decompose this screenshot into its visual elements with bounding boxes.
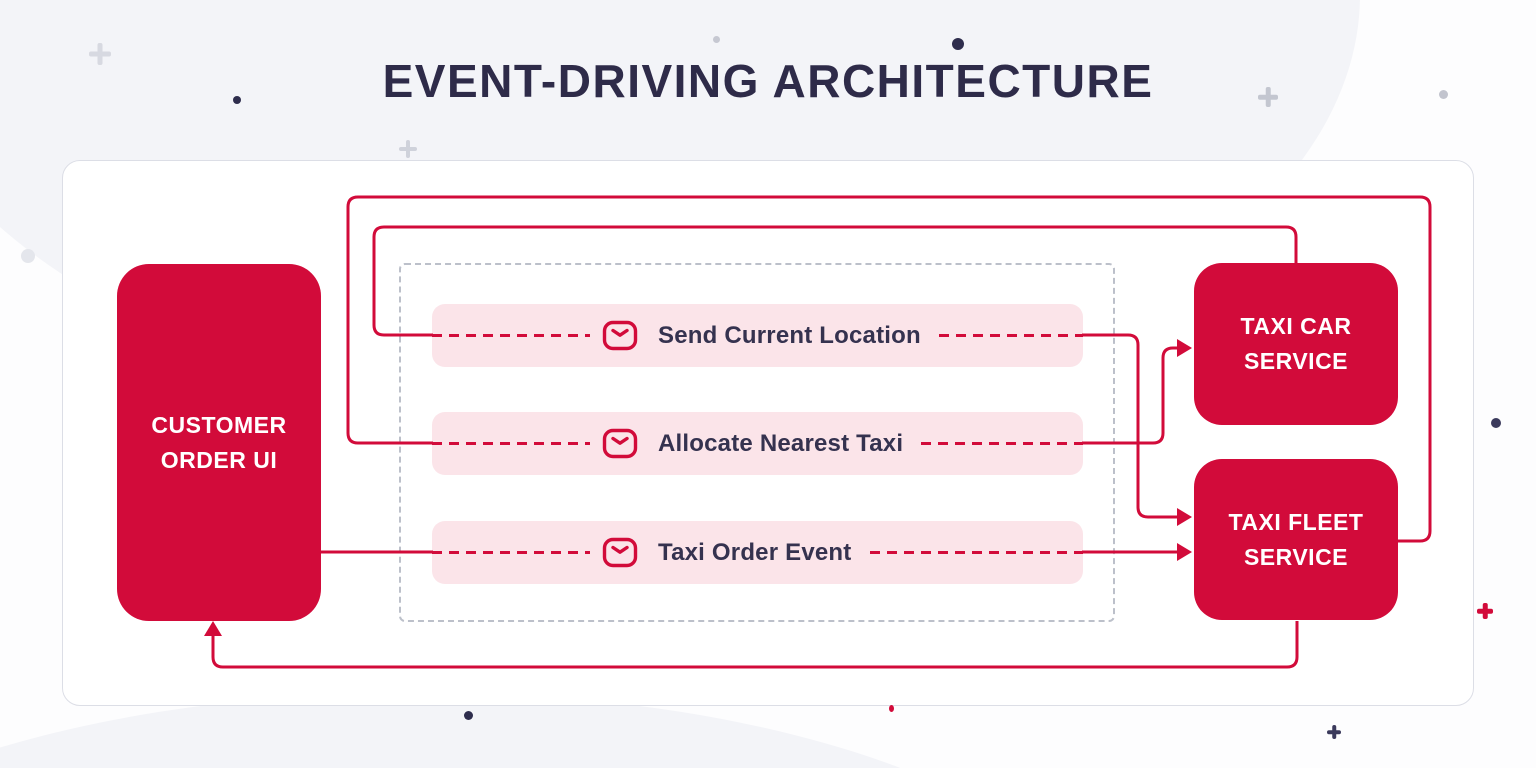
node-label-line: TAXI CAR xyxy=(1240,313,1352,339)
plus-decoration xyxy=(1477,603,1493,619)
mail-icon xyxy=(602,428,638,459)
dashed-line xyxy=(921,441,1083,446)
node-taxi-car-service: TAXI CAR SERVICE xyxy=(1194,263,1398,425)
event-row-send-current-location: Send Current Location xyxy=(432,304,1083,367)
plus-decoration xyxy=(399,140,417,158)
mail-icon xyxy=(602,537,638,568)
dot-decoration xyxy=(1439,90,1448,99)
node-label-line: ORDER UI xyxy=(160,446,278,473)
node-taxi-fleet-service: TAXI FLEET SERVICE xyxy=(1194,459,1398,620)
event-row-allocate-nearest-taxi: Allocate Nearest Taxi xyxy=(432,412,1083,475)
event-row-taxi-order-event: Taxi Order Event xyxy=(432,521,1083,584)
node-label-line: CUSTOMER xyxy=(151,411,287,438)
dashed-line xyxy=(432,550,590,555)
dot-decoration xyxy=(21,249,35,263)
node-customer-order-ui: CUSTOMER ORDER UI xyxy=(117,264,321,621)
dashed-line xyxy=(869,550,1083,555)
event-label: Send Current Location xyxy=(658,321,921,349)
node-label-line: TAXI FLEET xyxy=(1228,508,1364,535)
event-label: Taxi Order Event xyxy=(658,538,852,566)
mail-icon xyxy=(602,320,638,351)
dashed-line xyxy=(432,441,590,446)
dashed-line xyxy=(432,333,590,338)
dot-decoration xyxy=(889,705,894,712)
dot-decoration xyxy=(233,96,241,104)
dot-decoration xyxy=(1491,418,1501,428)
event-label: Allocate Nearest Taxi xyxy=(658,429,904,457)
plus-decoration xyxy=(1327,725,1341,739)
node-label-line: SERVICE xyxy=(1243,543,1349,570)
node-label-line: SERVICE xyxy=(1243,348,1349,374)
page-title: EVENT-DRIVING ARCHITECTURE xyxy=(382,55,1154,107)
dot-decoration xyxy=(464,711,473,720)
dot-decoration xyxy=(713,36,720,43)
dashed-line xyxy=(938,333,1083,338)
dot-decoration xyxy=(952,38,964,50)
